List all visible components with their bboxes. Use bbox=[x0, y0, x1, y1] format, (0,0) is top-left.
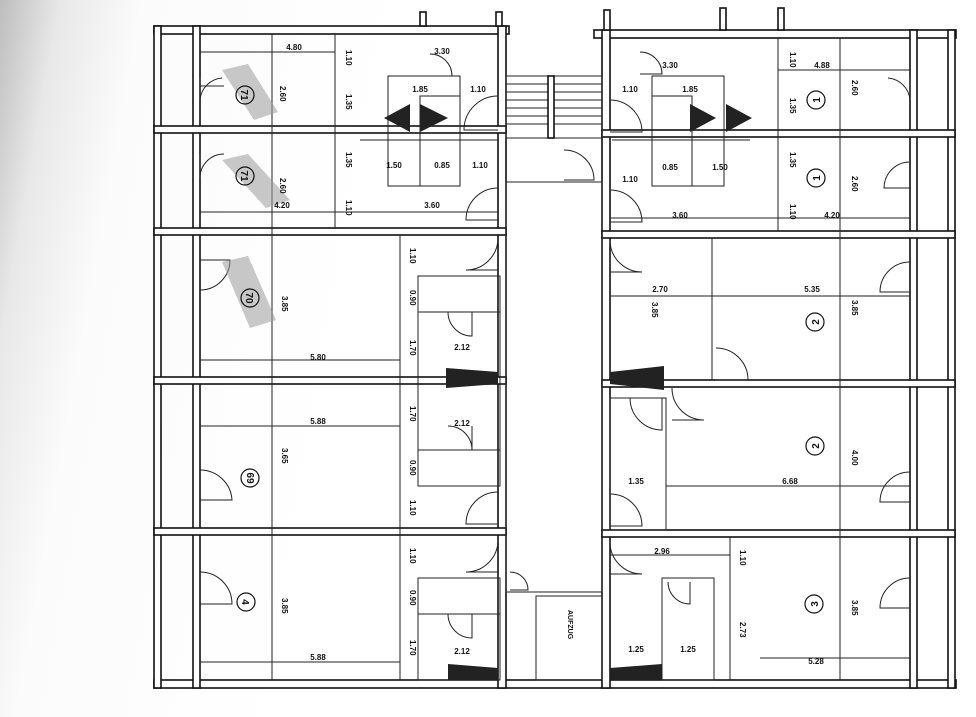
dimension-label: 1.35 bbox=[788, 98, 797, 114]
room-number-circle: 2 bbox=[805, 312, 825, 332]
bath-units bbox=[360, 75, 750, 681]
dimension-label: 3.65 bbox=[280, 448, 289, 464]
dimension-label: 2.60 bbox=[278, 86, 287, 102]
dimension-label: 1.10 bbox=[788, 52, 797, 68]
dimension-label: 1.70 bbox=[408, 640, 417, 656]
room-number-circle: 69 bbox=[240, 468, 260, 488]
doors bbox=[199, 51, 911, 639]
dimension-label: 1.50 bbox=[386, 161, 402, 170]
dimension-label: 2.12 bbox=[454, 419, 470, 428]
dimension-label: 0.85 bbox=[662, 163, 678, 172]
room-number: 4 bbox=[239, 599, 250, 605]
dimension-label: 2.70 bbox=[652, 285, 668, 294]
dimension-label: 1.10 bbox=[788, 204, 797, 220]
room-number: 71 bbox=[238, 89, 249, 101]
dimension-label: 6.68 bbox=[782, 477, 798, 486]
dimension-label: 5.28 bbox=[808, 657, 824, 666]
dimension-label: 3.30 bbox=[434, 47, 450, 56]
dimension-label: 2.96 bbox=[654, 547, 670, 556]
highlight-strokes bbox=[222, 64, 290, 328]
dimension-label: 1.10 bbox=[408, 500, 417, 516]
dimension-label: 1.70 bbox=[408, 340, 417, 356]
dimensions-right-middle: 2.70 3.85 5.35 3.85 1.35 6.68 4.00 bbox=[628, 285, 859, 486]
dimension-label: 3.85 bbox=[650, 302, 659, 318]
room-number-circle: 4 bbox=[236, 592, 256, 612]
dimension-label: 5.88 bbox=[310, 417, 326, 426]
dimension-label: 4.20 bbox=[274, 201, 290, 210]
room-number-circle: 1 bbox=[806, 90, 826, 110]
dimension-label: 1.10 bbox=[408, 548, 417, 564]
dimensions-right-top: 3.30 1.10 1.85 1.10 4.88 2.60 1.35 1.35 … bbox=[622, 52, 859, 220]
dimension-label: 3.85 bbox=[280, 598, 289, 614]
dimension-label: 3.60 bbox=[424, 201, 440, 210]
shaft-markers bbox=[384, 104, 752, 680]
dimension-label: 3.85 bbox=[850, 300, 859, 316]
dimension-label: 1.10 bbox=[470, 85, 486, 94]
room-number: 69 bbox=[246, 472, 257, 484]
dimension-label: 1.10 bbox=[408, 248, 417, 264]
dimension-label: 1.35 bbox=[628, 477, 644, 486]
dimension-label: 1.10 bbox=[738, 550, 747, 566]
room-number-circle: 1 bbox=[806, 168, 826, 188]
room-number: 2 bbox=[811, 443, 822, 449]
dimension-label: 1.35 bbox=[344, 152, 353, 168]
dimension-label: 2.60 bbox=[850, 176, 859, 192]
room-numbers: 71 71 70 69 4 1 1 2 2 3 bbox=[235, 85, 826, 614]
dimension-label: 1.10 bbox=[622, 175, 638, 184]
interior-lines bbox=[200, 34, 910, 680]
dimension-label: 3.85 bbox=[850, 600, 859, 616]
dimension-label: 0.90 bbox=[408, 290, 417, 306]
room-number: 70 bbox=[243, 292, 254, 304]
dimension-label: 1.25 bbox=[628, 645, 644, 654]
dimensions-left-middle: 1.10 0.90 3.85 1.70 2.12 5.80 5.88 1.70 … bbox=[280, 248, 470, 516]
dimension-label: 4.88 bbox=[814, 61, 830, 70]
dimension-label: 4.20 bbox=[824, 211, 840, 220]
dimension-label: 1.35 bbox=[344, 94, 353, 110]
stairwell bbox=[505, 75, 603, 681]
room-number-circle: 71 bbox=[235, 166, 255, 186]
dimension-label: 3.30 bbox=[662, 61, 678, 70]
dimension-label: 1.10 bbox=[344, 50, 353, 66]
room-number: 1 bbox=[812, 97, 823, 103]
dimension-label: 2.60 bbox=[850, 80, 859, 96]
dimensions-left-bottom: 1.10 0.90 3.85 1.70 2.12 5.88 bbox=[280, 548, 470, 662]
lift-label: AUFZUG bbox=[566, 610, 573, 640]
dimension-label: 5.35 bbox=[804, 285, 820, 294]
dimension-label: 5.80 bbox=[310, 353, 326, 362]
dimension-label: 4.80 bbox=[286, 43, 302, 52]
dimension-label: 4.00 bbox=[850, 450, 859, 466]
dimension-label: 2.73 bbox=[738, 622, 747, 638]
room-number-circle: 2 bbox=[805, 436, 825, 456]
dimension-label: 0.90 bbox=[408, 590, 417, 606]
dimension-label: 1.10 bbox=[344, 200, 353, 216]
dimension-label: 1.85 bbox=[412, 85, 428, 94]
dimension-label: 1.50 bbox=[712, 163, 728, 172]
dimension-label: 2.60 bbox=[278, 178, 287, 194]
dimension-label: 2.12 bbox=[454, 343, 470, 352]
dimension-label: 3.85 bbox=[280, 296, 289, 312]
room-number: 3 bbox=[810, 601, 821, 607]
dimension-label: 3.60 bbox=[672, 211, 688, 220]
dimensions-right-bottom: 2.96 1.10 2.73 3.85 1.25 1.25 5.28 bbox=[628, 547, 859, 666]
dimension-label: 1.25 bbox=[680, 645, 696, 654]
dimension-label: 0.85 bbox=[434, 161, 450, 170]
room-number-circle: 70 bbox=[240, 288, 260, 308]
dimensions-left-top: 4.80 2.60 1.10 1.35 3.30 1.85 1.10 1.35 … bbox=[274, 43, 488, 216]
room-number: 71 bbox=[238, 170, 249, 182]
dimension-label: 1.10 bbox=[622, 85, 638, 94]
room-number-circle: 3 bbox=[804, 594, 824, 614]
room-number: 1 bbox=[812, 175, 823, 181]
dimension-label: 5.88 bbox=[310, 653, 326, 662]
dimension-label: 1.70 bbox=[408, 406, 417, 422]
dimension-label: 0.90 bbox=[408, 460, 417, 476]
room-number-circle: 71 bbox=[235, 85, 255, 105]
dimension-label: 1.35 bbox=[788, 152, 797, 168]
top-stubs bbox=[419, 7, 785, 31]
dimension-label: 1.85 bbox=[682, 85, 698, 94]
dimension-label: 1.10 bbox=[472, 161, 488, 170]
room-number: 2 bbox=[811, 319, 822, 325]
dimension-label: 2.12 bbox=[454, 647, 470, 656]
